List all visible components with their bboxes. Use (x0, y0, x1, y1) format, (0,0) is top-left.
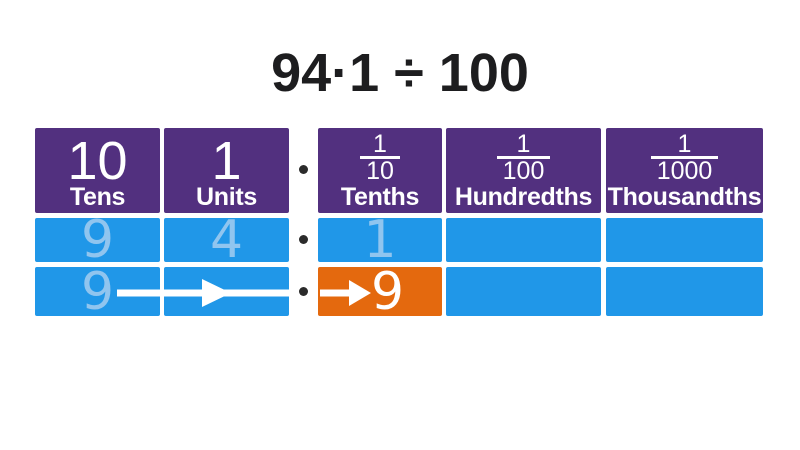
fraction-denominator: 100 (496, 156, 551, 184)
fraction-numerator: 1 (373, 130, 387, 158)
header-label: Thousandths (607, 183, 762, 211)
header-cell-units: 1 Units (164, 128, 289, 213)
fraction-denominator: 1000 (650, 156, 719, 184)
header-label: Units (195, 183, 257, 211)
digit: 9 (80, 210, 115, 270)
header-cell-hundredths: 1 100 Hundredths (446, 128, 601, 213)
row2-cell-hundredths (446, 267, 601, 316)
fraction-numerator: 1 (516, 130, 531, 158)
digit-shift-arrows (117, 279, 371, 307)
decimal-point-icon (299, 235, 308, 244)
header-label: Hundredths (454, 183, 593, 211)
header-value: 1 (211, 131, 242, 191)
digit: 9 (80, 261, 115, 322)
fraction: 1 1000 (650, 130, 719, 184)
decimal-point-icon (299, 287, 308, 296)
arrow-right-icon (349, 280, 371, 306)
decimal-point-icon (299, 165, 308, 174)
header-label: Tens (69, 183, 126, 211)
row1-cell-hundredths (446, 218, 601, 262)
fraction: 1 10 (360, 130, 400, 184)
row1-cell-thousandths (606, 218, 763, 262)
page-title: 94·1 ÷ 100 (271, 43, 529, 103)
header-cell-thousandths: 1 1000 Thousandths (606, 128, 763, 213)
header-cell-tenths: 1 10 Tenths (318, 128, 442, 213)
row2-cell-tenths-highlight: 9 (318, 261, 442, 322)
header-label: Tenths (340, 183, 420, 211)
row1-cell-tens: 9 (35, 214, 160, 266)
digit: 9 (371, 261, 405, 322)
arrow-right-icon (202, 279, 231, 307)
row1-cell-units: 4 (164, 214, 289, 266)
fraction: 1 100 (496, 130, 551, 184)
row1-cell-tenths: 1 (318, 214, 442, 266)
fraction-numerator: 1 (677, 130, 692, 158)
row2-cell-thousandths (606, 267, 763, 316)
fraction-denominator: 10 (360, 156, 400, 184)
digit: 1 (363, 210, 397, 270)
header-cell-tens: 10 Tens (35, 128, 160, 213)
header-value: 10 (67, 131, 128, 191)
digit: 4 (209, 210, 244, 270)
